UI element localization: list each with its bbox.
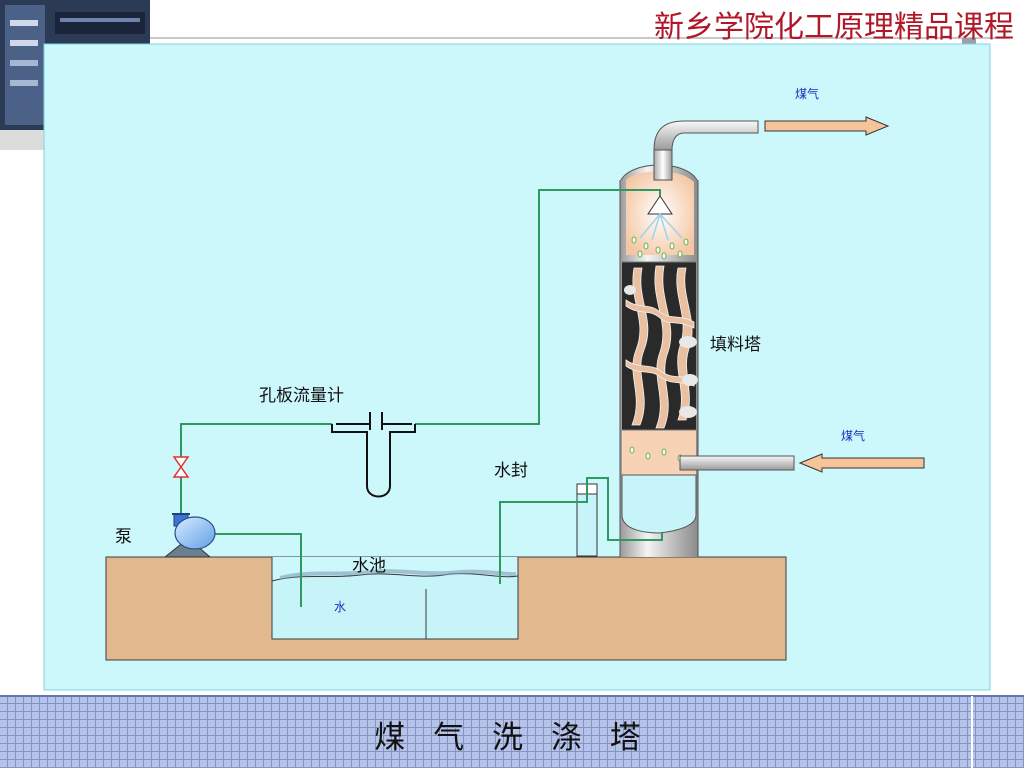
packed-tower-label: 填料塔 bbox=[710, 335, 761, 355]
packing-white-blobs bbox=[624, 285, 698, 418]
gas-inlet-label: 煤气 bbox=[841, 429, 866, 443]
spray-nozzle bbox=[639, 195, 683, 241]
valve-icon bbox=[172, 456, 190, 478]
gas-outlet-pipe bbox=[653, 120, 759, 181]
water-seal-label: 水封 bbox=[494, 461, 528, 481]
water-label: 水 bbox=[334, 600, 347, 614]
orifice-meter-label: 孔板流量计 bbox=[259, 386, 344, 406]
gas-inlet-pipe bbox=[679, 455, 795, 471]
slide-title: 煤 气 洗 涤 塔 bbox=[374, 720, 650, 756]
gas-out-arrow bbox=[764, 116, 890, 136]
pump-label: 泵 bbox=[115, 527, 132, 547]
pool-label: 水池 bbox=[352, 556, 386, 576]
page-title: 新乡学院化工原理精品课程 bbox=[654, 10, 1014, 45]
orifice-meter bbox=[331, 412, 416, 498]
liquid-piping bbox=[180, 189, 663, 607]
header-marker bbox=[962, 38, 976, 46]
pool-water bbox=[271, 569, 519, 640]
gas-in-arrow bbox=[798, 453, 925, 473]
pump-icon bbox=[163, 513, 216, 558]
footer-band bbox=[0, 695, 1024, 768]
gas-outlet-label: 煤气 bbox=[795, 87, 820, 101]
